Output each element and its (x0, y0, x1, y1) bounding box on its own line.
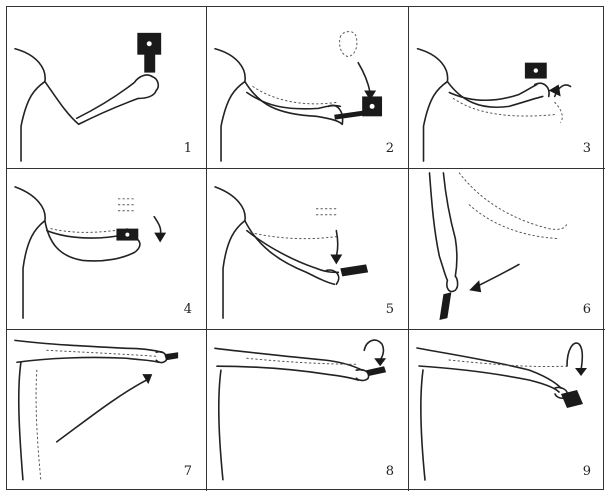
panel-number-5: 5 (386, 302, 394, 317)
forearm-pronation-paddle-drawing (207, 169, 408, 329)
panel-number-2: 2 (386, 141, 394, 156)
arm-extended-forward-drawing (7, 330, 206, 491)
panel-number-7: 7 (184, 464, 192, 479)
panel-9: 9 (409, 330, 605, 491)
panel-number-3: 3 (583, 141, 591, 156)
panel-4: 4 (7, 169, 207, 330)
panel-8: 8 (207, 330, 409, 491)
panel-2: 2 (207, 7, 409, 169)
panel-number-6: 6 (583, 302, 591, 317)
panel-5: 5 (207, 169, 409, 330)
arm-extended-paddle-lower-drawing (409, 330, 605, 491)
panel-7: 7 (7, 330, 207, 491)
wrist-flexion-paddle-drawing (207, 7, 408, 168)
panel-number-8: 8 (386, 464, 394, 479)
panel-6: 6 (409, 169, 605, 330)
panel-number-9: 9 (583, 464, 591, 479)
arm-raised-holding-paddle-drawing (7, 7, 206, 168)
arm-hanging-paddle-drawing (409, 169, 605, 329)
panel-3: 3 (409, 7, 605, 169)
arm-extended-paddle-flip-drawing (207, 330, 408, 491)
forearm-supination-paddle-drawing (7, 169, 206, 329)
panel-number-1: 1 (184, 141, 192, 156)
panel-number-4: 4 (184, 302, 192, 317)
wrist-rotation-paddle-drawing (409, 7, 605, 168)
panel-grid: 1 2 (6, 6, 604, 490)
panel-1: 1 (7, 7, 207, 169)
